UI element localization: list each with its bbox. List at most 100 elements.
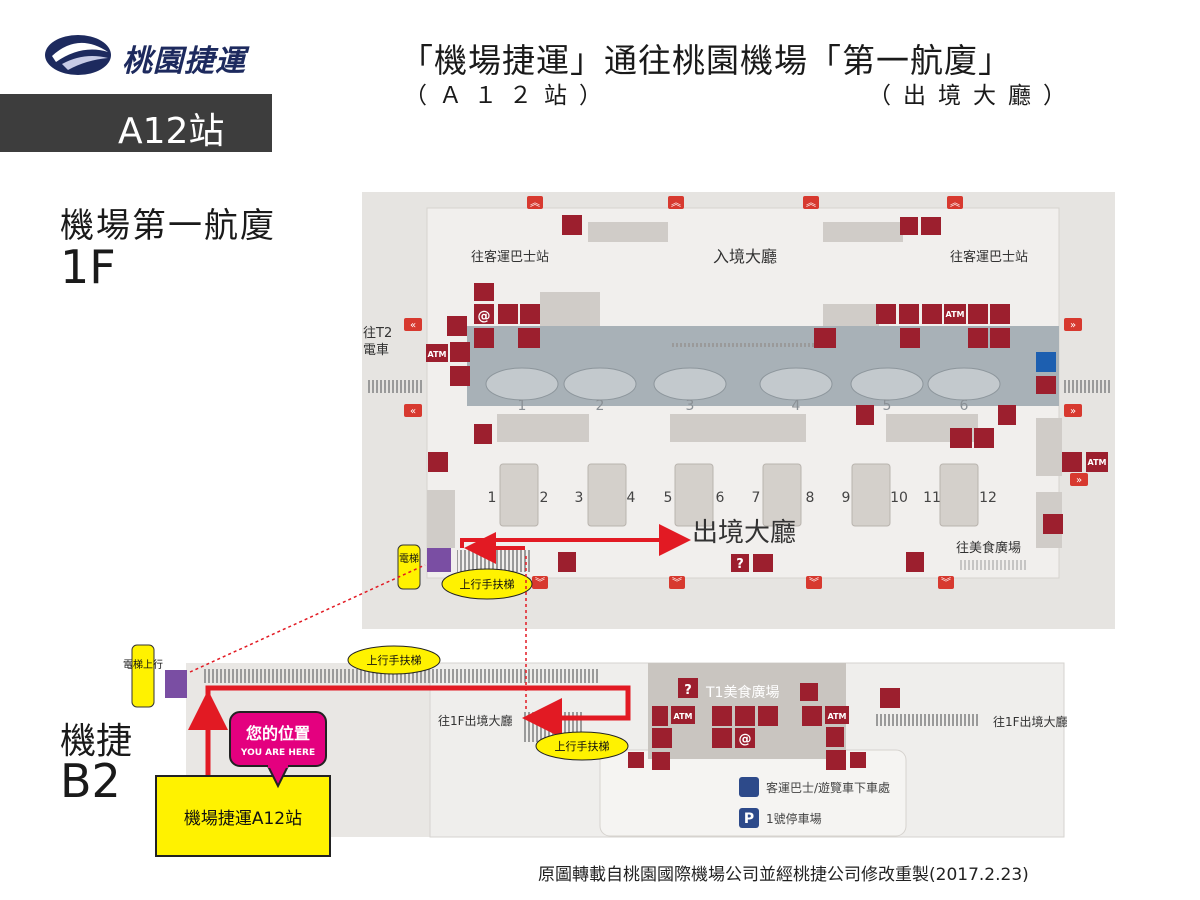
chevron-up-glyph: ︽: [671, 198, 681, 209]
floor-b2-code: B2: [60, 754, 121, 808]
currency-exchange-icon: [900, 328, 920, 348]
carousel-label: 1: [518, 398, 527, 414]
elevator-tag-1f: [397, 544, 421, 590]
internet-icon: [474, 304, 494, 324]
to-food-court-label: 往美食廣場: [956, 540, 1021, 556]
question-icon-glyph: ?: [684, 683, 692, 698]
b1-facility-icons: [628, 678, 900, 770]
chevron-down-icon: [806, 576, 822, 589]
bank-icon: [802, 706, 822, 726]
elevator-icon: [900, 217, 918, 235]
chevron-up-glyph: ︽: [950, 198, 960, 209]
atm-icon: [671, 706, 695, 724]
block: [670, 414, 806, 442]
restroom-icon: [520, 304, 540, 324]
atm-icon-label: ATM: [428, 350, 447, 359]
carousel-3: [653, 367, 727, 401]
nursing-room-icon: [712, 706, 732, 726]
route-arrow-to-departure: [460, 524, 691, 556]
walkway-b1-right: [876, 714, 980, 726]
to-1f-departure-left-label: 往1F出境大廳: [438, 713, 513, 728]
block: [497, 414, 589, 442]
checkin-island: [499, 463, 539, 527]
counter-label: 12: [979, 490, 997, 506]
medical-icon: [826, 750, 846, 770]
currency-exchange-icon: [450, 342, 470, 362]
walkway-left: [366, 380, 422, 393]
gift-icon: [1043, 514, 1063, 534]
chevron-down-glyph: ︾: [535, 577, 545, 589]
elevator-link-dotted: [189, 564, 426, 673]
walkway-right: [1062, 380, 1112, 393]
page-title: 「機場捷運」通往桃園機場「第一航廈」: [400, 41, 1012, 80]
floor-1f-name: 機場第一航廈: [60, 206, 276, 246]
carousel-label: 5: [883, 398, 892, 414]
escalator-callout-b1: [535, 731, 629, 761]
chevron-down-icon: [938, 576, 954, 589]
parking-label: 1號停車場: [766, 811, 822, 826]
carousel-2: [563, 367, 637, 401]
carousel-6: [927, 367, 1001, 401]
you-are-here-pointer-join: [268, 762, 288, 768]
atm-icon: [825, 706, 849, 724]
block: [540, 292, 600, 326]
question-icon: [731, 554, 749, 572]
atm-icon-label: ATM: [946, 310, 965, 319]
page-subtitle-station: （Ａ１２站）: [404, 83, 614, 109]
metro-logo: [45, 35, 111, 75]
escalator-callout-b2: [347, 645, 441, 675]
chevron-down-glyph: ︾: [941, 577, 951, 589]
you-are-here-cn: 您的位置: [246, 724, 310, 743]
counter-label: 7: [752, 490, 761, 506]
atm-icon: [426, 344, 448, 362]
elevator-icon: [906, 552, 924, 572]
chevron-left-glyph: «: [410, 320, 416, 331]
bus-dropoff-label: 客運巴士/遊覽車下車處: [766, 780, 890, 795]
chevron-down-icon: [850, 752, 866, 768]
escalator-callout-1f: [441, 568, 533, 600]
restroom-icon: [1036, 376, 1056, 394]
chevron-right-icon: [1064, 318, 1082, 331]
currency-exchange-icon: [518, 328, 540, 348]
chevron-up-glyph: ︽: [530, 198, 540, 209]
departure-hall-label: 出境大廳: [692, 518, 796, 548]
floor-1f-code: 1F: [60, 240, 116, 294]
facility-icons: [426, 215, 1108, 572]
walkway-baggage: [670, 343, 820, 347]
carousel-1: [485, 367, 559, 401]
aed-icon: [921, 217, 941, 235]
block: [823, 222, 903, 242]
station-box-label: 機場捷運A12站: [184, 809, 302, 829]
exit-markers: [404, 196, 1088, 589]
checkin-island: [851, 463, 891, 527]
elevator-tag-b2: [131, 644, 155, 708]
chevron-left-icon: [404, 318, 422, 331]
wheelchair-icon: [990, 304, 1010, 324]
counter-label: 4: [627, 490, 636, 506]
carousel-label: 4: [792, 398, 801, 414]
counter-label: 2: [540, 490, 549, 506]
block: [823, 304, 879, 326]
aed-icon: [814, 328, 836, 348]
chevron-up-icon: [668, 196, 684, 209]
restroom-icon: [880, 688, 900, 708]
internet-icon-glyph: @: [739, 732, 752, 747]
elevator-icon: [856, 405, 874, 425]
family-icon: [735, 706, 755, 726]
counter-label: 10: [890, 490, 908, 506]
source-credit: 原圖轉載自桃園國際機場公司並經桃捷公司修改重製(2017.2.23): [538, 865, 1029, 885]
counter-label: 6: [716, 490, 725, 506]
checkin-island: [939, 463, 979, 527]
carousel-label: 2: [596, 398, 605, 414]
checkin-island: [762, 463, 802, 527]
currency-exchange-icon: [1062, 452, 1082, 472]
restroom-icon: [968, 304, 988, 324]
escalator-callout-b1-text: 上行手扶梯: [555, 739, 610, 753]
restaurant-icon: [800, 683, 818, 701]
wheelchair-icon: [950, 428, 972, 448]
restroom-icon: [428, 452, 448, 472]
escalator-callout-1f-text: 上行手扶梯: [460, 577, 515, 591]
elevator-icon: [826, 727, 844, 747]
chevron-down-icon: [669, 576, 685, 589]
